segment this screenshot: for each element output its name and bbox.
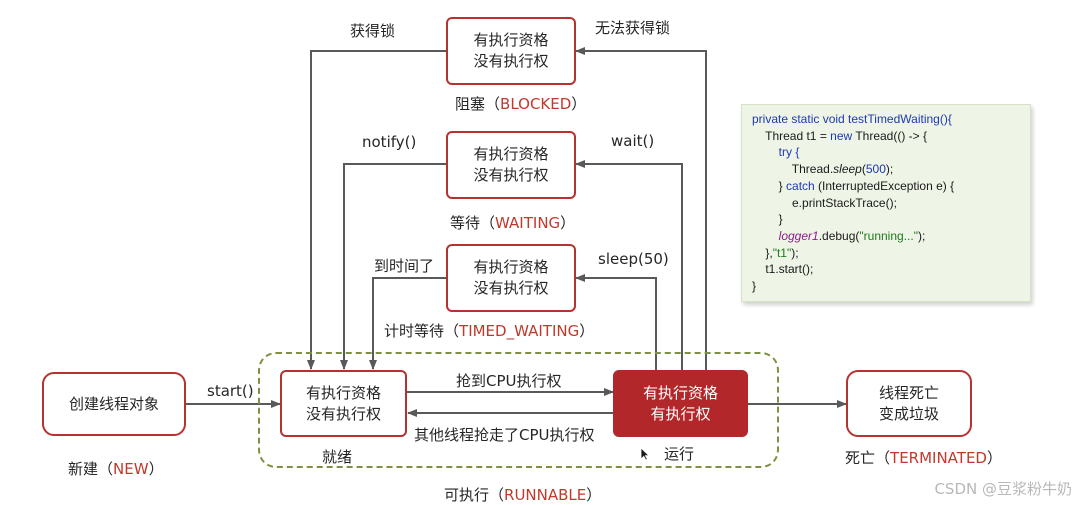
code-line: try {: [752, 144, 1020, 161]
code-token: 500: [865, 162, 886, 177]
code-token: Thread(() -> {: [855, 128, 928, 143]
waiting-state-box: 有执行资格 没有执行权: [446, 131, 576, 199]
running-state-box: 有执行资格 有执行权: [613, 370, 748, 437]
arrow-time-up: [369, 277, 446, 370]
blocked-state-caption: 阻塞（BLOCKED）: [455, 95, 587, 113]
code-token: );: [791, 245, 799, 260]
code-snippet: private static void testTimedWaiting(){ …: [741, 104, 1031, 302]
label-ready: 就绪: [322, 448, 353, 466]
state-en: BLOCKED: [500, 95, 572, 113]
box-line: 线程死亡: [878, 383, 939, 402]
state-zh: 死亡: [845, 449, 876, 467]
new-state-caption: 新建（NEW）: [68, 460, 164, 478]
code-token: );: [917, 228, 926, 243]
code-token: }: [752, 279, 757, 294]
code-token: testTimedWaiting(){: [848, 112, 952, 126]
box-line: 有执行资格: [473, 145, 549, 163]
state-zh: 计时等待: [384, 322, 445, 340]
code-token: }: [752, 178, 787, 193]
code-token: "running...": [859, 228, 918, 243]
label-notify: notify(): [362, 133, 417, 151]
arrow-get-lock: [307, 50, 446, 370]
code-line: private static void testTimedWaiting(){: [752, 111, 1020, 128]
box-line: 有执行权: [650, 404, 711, 423]
state-zh: 阻塞: [455, 95, 486, 113]
label-time-up: 到时间了: [374, 257, 435, 275]
code-token: }: [752, 212, 783, 227]
code-line: Thread t1 = new Thread(() -> {: [752, 128, 1020, 145]
code-token: private static void: [752, 112, 849, 126]
code-line: }: [752, 211, 1020, 228]
dead-state-box: 线程死亡 变成垃圾: [846, 370, 972, 437]
label-start: start(): [207, 382, 254, 400]
state-en: TIMED_WAITING: [459, 322, 580, 340]
code-token: sleep: [833, 162, 862, 177]
code-token: (InterruptedException e) {: [818, 178, 955, 193]
box-line: 没有执行权: [473, 52, 549, 70]
blocked-state-box: 有执行资格 没有执行权: [446, 17, 576, 85]
new-state-box: 创建线程对象: [42, 372, 186, 436]
runnable-region: [258, 352, 779, 468]
code-token: );: [885, 162, 894, 177]
box-line: 没有执行权: [473, 166, 549, 184]
code-token: Thread.: [752, 162, 834, 177]
code-token: "t1": [772, 245, 792, 260]
timed-waiting-state-box: 有执行资格 没有执行权: [446, 244, 576, 312]
code-line: t1.start();: [752, 261, 1020, 278]
state-en: WAITING: [495, 214, 561, 232]
arrow-sleep: [575, 274, 657, 370]
box-line: 创建线程对象: [68, 394, 159, 413]
box-line: 没有执行权: [305, 404, 381, 423]
label-wait: wait(): [611, 132, 655, 150]
state-zh: 新建: [68, 460, 99, 478]
code-token: },: [752, 245, 773, 260]
code-line: }: [752, 278, 1020, 295]
state-en: TERMINATED: [890, 449, 987, 467]
code-line: e.printStackTrace();: [752, 195, 1020, 212]
watermark: CSDN @豆浆粉牛奶: [934, 480, 1072, 498]
state-zh: 可执行: [444, 486, 490, 504]
box-line: 有执行资格: [473, 31, 549, 49]
arrow-wait: [575, 160, 683, 370]
code-token: .debug(: [818, 228, 860, 243]
label-running: 运行: [664, 445, 695, 463]
arrow-notify: [340, 163, 446, 370]
mouse-cursor-icon: [640, 447, 650, 461]
box-line: 有执行资格: [305, 383, 381, 402]
ready-state-box: 有执行资格 没有执行权: [280, 370, 407, 437]
state-zh: 等待: [450, 214, 481, 232]
runnable-state-caption: 可执行（RUNNABLE）: [444, 486, 602, 504]
box-line: 没有执行权: [473, 279, 549, 297]
timed-waiting-state-caption: 计时等待（TIMED_WAITING）: [384, 322, 595, 340]
code-token: logger1: [778, 228, 819, 243]
arrow-cannot-get-lock: [575, 47, 707, 370]
label-get-lock: 获得锁: [350, 22, 396, 40]
label-cannot-get-lock: 无法获得锁: [595, 19, 671, 37]
code-line: } catch (InterruptedException e) {: [752, 178, 1020, 195]
waiting-state-caption: 等待（WAITING）: [450, 214, 576, 232]
code-token: new: [830, 128, 856, 143]
code-token: (: [861, 162, 866, 177]
code-line: },"t1");: [752, 245, 1020, 262]
label-grab-cpu: 抢到CPU执行权: [456, 372, 562, 390]
box-line: 有执行资格: [473, 258, 549, 276]
code-token: t1.start();: [752, 262, 814, 277]
code-token: Thread t1 =: [752, 128, 831, 143]
state-en: NEW: [113, 460, 149, 478]
box-line: 有执行资格: [642, 383, 718, 402]
code-token: try {: [752, 145, 800, 160]
code-token: catch: [786, 178, 819, 193]
label-sleep: sleep(50): [598, 250, 669, 268]
box-line: 变成垃圾: [878, 404, 939, 423]
dead-state-caption: 死亡（TERMINATED）: [845, 449, 1002, 467]
code-token: [752, 229, 779, 243]
code-line: Thread.sleep(500);: [752, 161, 1020, 178]
label-lost-cpu: 其他线程抢走了CPU执行权: [414, 426, 595, 444]
state-en: RUNNABLE: [504, 486, 587, 504]
code-token: e.printStackTrace();: [752, 195, 897, 210]
code-line: logger1.debug("running...");: [752, 228, 1020, 245]
